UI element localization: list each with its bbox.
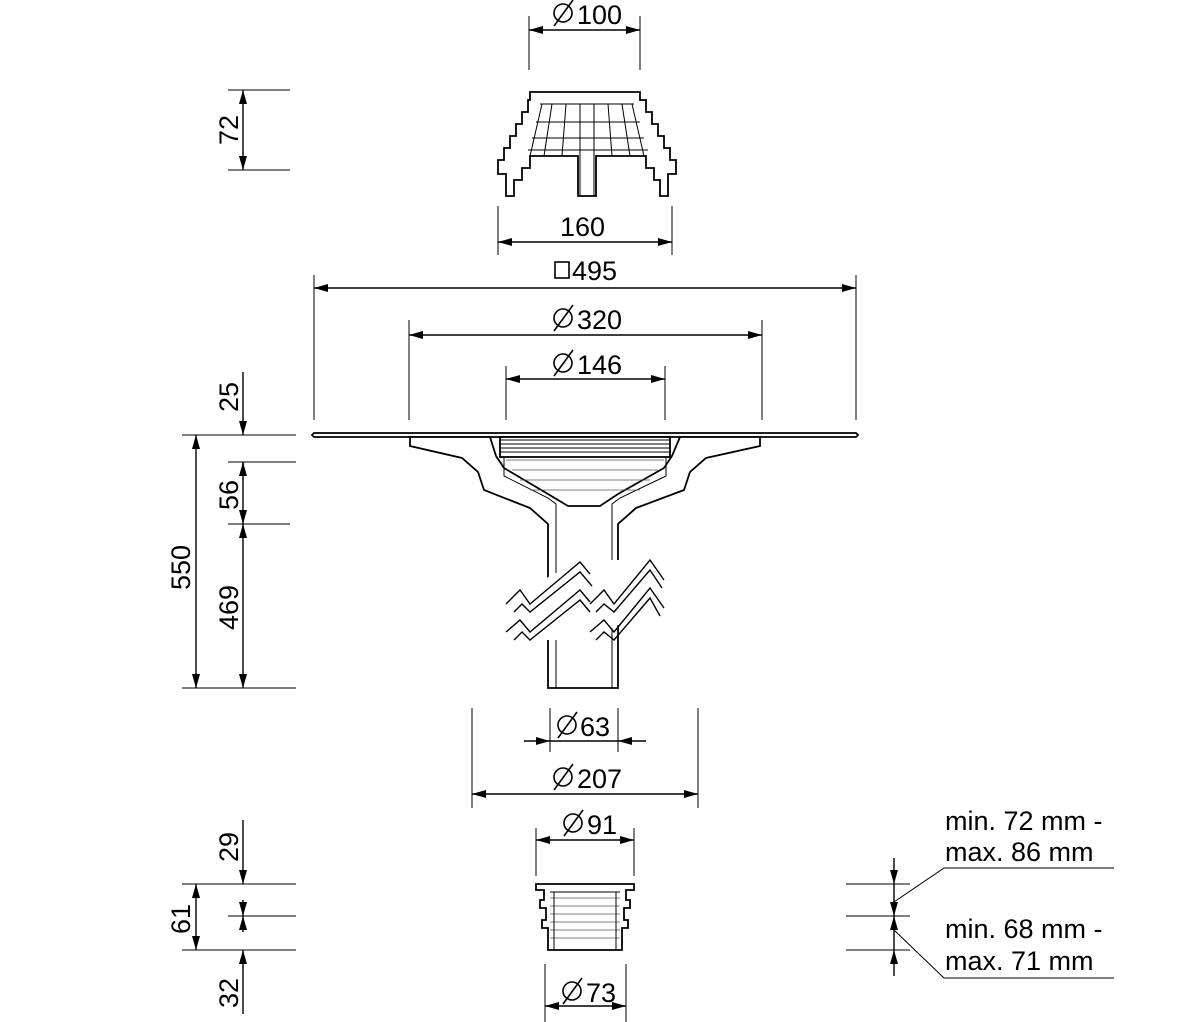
lower-range-line2: max. 71 mm — [945, 946, 1094, 976]
outlet-diameter-value: 146 — [577, 350, 622, 380]
height-funnel-value: 56 — [214, 480, 244, 510]
dim-pipe-diameter: 63 — [524, 708, 646, 752]
dim-height-stack: 25 56 469 550 — [166, 372, 296, 689]
body-diameter-value: 207 — [577, 764, 622, 794]
dim-sleeve-heights: 29 61 32 — [166, 820, 296, 1014]
dim-outlet-diameter: 146 — [505, 349, 666, 420]
range-notes: min. 72 mm - max. 86 mm min. 68 mm - max… — [846, 806, 1114, 979]
flange-square-value: 495 — [572, 256, 617, 286]
leaf-grate — [497, 91, 677, 197]
sleeve-middle-height-value: 61 — [166, 904, 196, 934]
pipe-diameter-value: 63 — [580, 712, 610, 742]
sleeve-bottom-height-value: 32 — [214, 978, 244, 1008]
sleeve-top-diameter-value: 91 — [587, 810, 617, 840]
dim-clamp-ring-diameter: 320 — [408, 304, 763, 420]
sleeve-bottom-diameter-value: 73 — [586, 978, 616, 1008]
height-total-value: 550 — [166, 545, 196, 590]
dim-grate-height: 72 — [214, 89, 290, 171]
upper-range-line2: max. 86 mm — [945, 837, 1094, 867]
dim-body-diameter: 207 — [471, 708, 699, 808]
dim-sleeve-bottom-diameter: 73 — [544, 964, 627, 1022]
clamp-ring-diameter-value: 320 — [577, 305, 622, 335]
drain-body — [310, 432, 860, 689]
dim-flange-square: 495 — [313, 256, 857, 420]
upper-range-line1: min. 72 mm - — [945, 806, 1103, 836]
grate-top-diameter-value: 100 — [577, 0, 622, 30]
height-pipe-value: 469 — [214, 585, 244, 630]
sleeve — [535, 883, 635, 951]
height-flange-value: 25 — [214, 382, 244, 412]
dim-grate-base-width: 160 — [497, 206, 673, 255]
grate-height-value: 72 — [214, 115, 244, 145]
lower-range-line1: min. 68 mm - — [945, 914, 1103, 944]
dim-sleeve-top-diameter: 91 — [535, 809, 635, 876]
sleeve-top-height-value: 29 — [214, 832, 244, 862]
dim-grate-top-diameter: 100 — [528, 0, 641, 70]
grate-base-width-value: 160 — [560, 212, 605, 242]
